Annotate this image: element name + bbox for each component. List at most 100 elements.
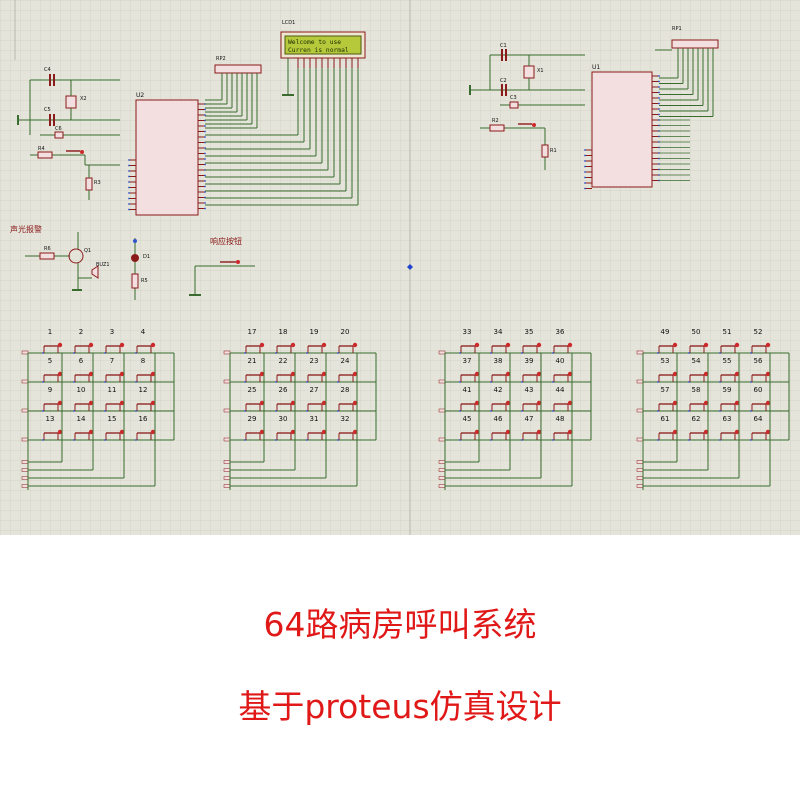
col-terminal (636, 468, 644, 472)
pin-dot (584, 187, 586, 190)
pin-dot (204, 207, 206, 210)
row-terminal (21, 350, 29, 355)
schematic-svg: C4 C5 X2 C6 R4 R3 U2 RP2 (0, 0, 800, 535)
key-button-cap (88, 342, 94, 348)
key-pin-dot (521, 439, 523, 441)
key-pin-dot (750, 381, 752, 383)
key-label: 6 (79, 357, 84, 365)
key-button-cap (734, 429, 740, 435)
key-pin-dot (275, 439, 277, 441)
key-button-cap (703, 400, 709, 406)
key-pin-dot (104, 381, 106, 383)
pin-dot (584, 149, 586, 151)
key-pin-dot (306, 352, 308, 354)
key-label: 50 (692, 328, 701, 336)
key-button-cap (259, 400, 265, 406)
key-pin-dot (275, 381, 277, 383)
key-label: 22 (279, 357, 288, 365)
key-label: 25 (248, 386, 257, 394)
key-pin-dot (306, 381, 308, 383)
pin-dot (658, 97, 660, 99)
key-pin-dot (750, 410, 752, 412)
r2-label: R2 (492, 118, 499, 124)
pin-dot (584, 182, 586, 184)
row-terminal (636, 350, 644, 355)
key-button-cap (536, 342, 542, 348)
key-button-cap (567, 342, 573, 348)
key-pin-dot (552, 410, 554, 412)
key-button-cap (672, 371, 678, 377)
key-button-cap (88, 371, 94, 377)
key-label: 35 (525, 328, 534, 336)
c3-label: C3 (510, 95, 517, 101)
key-label: 62 (692, 415, 701, 423)
key-pin-dot (750, 352, 752, 354)
pin-dot (204, 174, 206, 177)
col-terminal (21, 484, 29, 488)
r6-label: R6 (44, 246, 51, 252)
key-label: 21 (248, 357, 257, 365)
pin-dot (204, 202, 206, 204)
pin-dot (658, 80, 660, 83)
key-button-cap (672, 429, 678, 435)
col-terminal (223, 476, 231, 480)
key-pin-dot (521, 381, 523, 383)
rp1-label: RP1 (672, 26, 682, 32)
key-button-cap (672, 342, 678, 348)
buz1-label: BUZ1 (96, 262, 110, 268)
key-button-cap (150, 429, 156, 435)
key-label: 27 (310, 386, 319, 394)
key-label: 41 (463, 386, 472, 394)
buzzer (91, 265, 99, 279)
x1-crystal (523, 65, 535, 79)
row-terminal (223, 437, 231, 442)
lcd-ref-label: LCD1 (282, 20, 295, 26)
key-label: 42 (494, 386, 503, 394)
row-terminal (21, 408, 29, 413)
rp2-label: RP2 (216, 56, 226, 62)
schematic-canvas[interactable]: C4 C5 X2 C6 R4 R3 U2 RP2 (0, 0, 800, 535)
rp1-resistor-pack (671, 39, 719, 49)
pin-dot (128, 181, 130, 183)
r1-label: R1 (550, 148, 557, 154)
col-terminal (21, 460, 29, 464)
pin-dot (658, 102, 660, 105)
key-label: 18 (279, 328, 288, 336)
alarm-label: 声光报警 (10, 224, 42, 234)
key-label: 57 (661, 386, 670, 394)
key-button-cap (765, 429, 771, 435)
key-button-cap (150, 342, 156, 348)
key-pin-dot (688, 439, 690, 441)
key-button-cap (734, 400, 740, 406)
key-label: 43 (525, 386, 534, 394)
pin-dot (204, 147, 206, 149)
key-pin-dot (244, 381, 246, 383)
alarm-section: 声光报警 R6 Q1 BUZ1 D1 R5 响应按钮 (10, 224, 255, 300)
key-pin-dot (719, 410, 721, 412)
rp2-resistor-pack (214, 64, 262, 74)
pin-dot (584, 171, 586, 173)
row-terminal (636, 437, 644, 442)
key-button-cap (505, 371, 511, 377)
key-button-cap (290, 342, 296, 348)
row-terminal (438, 379, 446, 384)
key-label: 5 (48, 357, 52, 365)
key-pin-dot (337, 352, 339, 354)
key-label: 46 (494, 415, 503, 423)
pin-dot (204, 130, 206, 133)
key-button-cap (150, 400, 156, 406)
key-label: 2 (79, 328, 83, 336)
key-button-cap (505, 342, 511, 348)
pin-dot (128, 203, 130, 205)
row-terminal (636, 379, 644, 384)
key-pin-dot (306, 410, 308, 412)
key-label: 39 (525, 357, 534, 365)
key-label: 7 (110, 357, 114, 365)
key-button-cap (352, 400, 358, 406)
row-terminal (438, 437, 446, 442)
pin-dot (128, 175, 130, 178)
key-label: 56 (754, 357, 763, 365)
key-button-cap (567, 429, 573, 435)
key-pin-dot (490, 439, 492, 441)
key-label: 26 (279, 386, 288, 394)
